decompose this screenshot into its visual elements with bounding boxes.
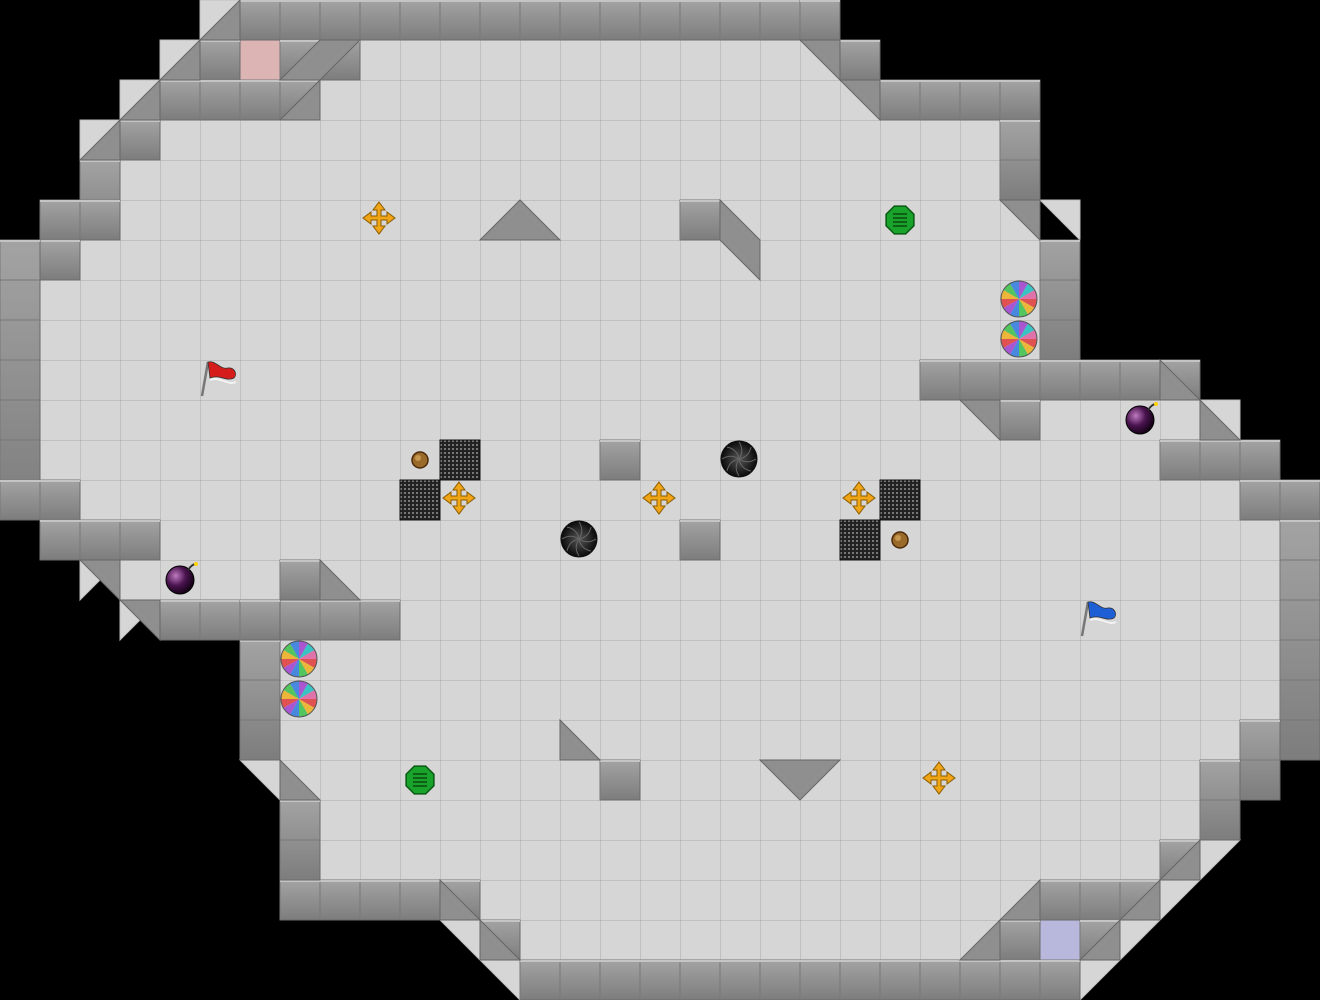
- speed-pad-icon: [405, 765, 435, 795]
- button-icon: [411, 451, 429, 469]
- spike-grate-tile: [439, 439, 481, 481]
- wall-diagonal: [478, 199, 562, 241]
- wall-block: [599, 439, 641, 481]
- wall-diagonal: [998, 878, 1041, 921]
- floor-corner: [1119, 919, 1162, 962]
- portal-swirl-icon: [1000, 280, 1038, 318]
- portal-swirl-icon: [1000, 320, 1038, 358]
- speed-pad-icon: [885, 205, 915, 235]
- wall-block: [679, 199, 721, 241]
- wall-block: [239, 639, 281, 761]
- wall-diagonal: [1118, 878, 1161, 921]
- wall-diagonal: [118, 78, 161, 121]
- wall-block: [39, 199, 121, 241]
- wall-block: [0, 479, 81, 521]
- wall-diagonal: [198, 0, 241, 41]
- wall-block: [279, 559, 321, 601]
- wall-block: [519, 959, 1081, 1000]
- wall-block: [599, 759, 641, 801]
- wall-block: [999, 119, 1041, 201]
- floor-corner: [1159, 879, 1202, 922]
- portal-swirl-icon: [280, 680, 318, 718]
- wall-block: [39, 519, 161, 561]
- portal-swirl-icon: [280, 640, 318, 678]
- wall-block: [679, 519, 721, 561]
- wall-block: [1159, 439, 1281, 481]
- spike-grate-tile: [399, 479, 441, 521]
- object-layer: [165, 201, 1158, 795]
- wall-diagonal: [838, 79, 881, 122]
- wall-diagonal: [1158, 838, 1201, 881]
- wall-diagonal: [998, 199, 1041, 242]
- wall-block: [0, 239, 41, 521]
- wall-block: [239, 599, 281, 641]
- bomb-icon: [1125, 402, 1158, 435]
- wall-diagonal: [479, 918, 522, 961]
- wall-block: [279, 799, 321, 881]
- wall-diagonal: [958, 399, 1001, 442]
- button-icon: [891, 531, 909, 549]
- wall-block: [239, 0, 801, 41]
- wall-diagonal: [1159, 358, 1202, 401]
- wall-diagonal: [758, 759, 842, 801]
- wall-block: [1039, 239, 1081, 361]
- wall-diagonal: [78, 118, 121, 161]
- wall-diagonal: [719, 198, 761, 282]
- wall-diagonal: [439, 878, 482, 921]
- wall-block: [1239, 719, 1281, 801]
- wall-diagonal: [278, 78, 321, 121]
- wall-diagonal: [1199, 398, 1242, 441]
- wall-block: [1199, 759, 1241, 841]
- wall-diagonal: [958, 918, 1001, 961]
- wall-block: [999, 919, 1041, 961]
- boost-arrows-icon: [442, 481, 476, 515]
- wall-diagonal: [279, 758, 322, 801]
- wall-diagonal: [1078, 918, 1121, 961]
- wall-block: [879, 79, 1041, 121]
- wall-block: [1239, 479, 1320, 521]
- wall-block: [279, 879, 441, 921]
- wall-block: [799, 0, 841, 41]
- blue-flag-icon: [1080, 601, 1117, 637]
- floor-corner: [478, 959, 521, 1000]
- floor-corner: [238, 759, 281, 802]
- red-flag-icon: [200, 361, 237, 397]
- floor-corner: [1079, 959, 1122, 1000]
- wall-diagonal: [278, 39, 362, 81]
- boost-arrows-icon: [362, 201, 396, 235]
- floor-corner: [438, 919, 481, 962]
- wall-diagonal: [798, 39, 841, 82]
- spike-grate-tile: [839, 519, 881, 561]
- bomb-icon: [165, 562, 198, 595]
- wall-block: [1039, 879, 1161, 921]
- boost-arrows-icon: [642, 481, 676, 515]
- wall-block: [839, 39, 881, 81]
- boost-arrows-icon: [842, 481, 876, 515]
- wall-diagonal: [158, 38, 201, 81]
- wall-block: [919, 359, 1201, 401]
- blue-endzone: [1040, 920, 1080, 960]
- wall-block: [199, 39, 241, 81]
- gate-vortex-icon: [560, 520, 598, 558]
- wall-diagonal: [319, 558, 362, 601]
- red-endzone: [240, 40, 280, 80]
- wall-diagonal: [118, 599, 161, 642]
- spike-grate-tile: [879, 479, 921, 521]
- gate-vortex-icon: [720, 440, 758, 478]
- boost-arrows-icon: [922, 761, 956, 795]
- wall-block: [1279, 519, 1320, 761]
- wall-block: [999, 399, 1041, 441]
- wall-diagonal: [559, 718, 602, 761]
- wall-diagonal: [78, 559, 121, 602]
- wall-block: [119, 119, 161, 161]
- floor-corner: [1199, 839, 1242, 882]
- floor-corner: [1038, 199, 1081, 242]
- wall-block: [39, 239, 81, 281]
